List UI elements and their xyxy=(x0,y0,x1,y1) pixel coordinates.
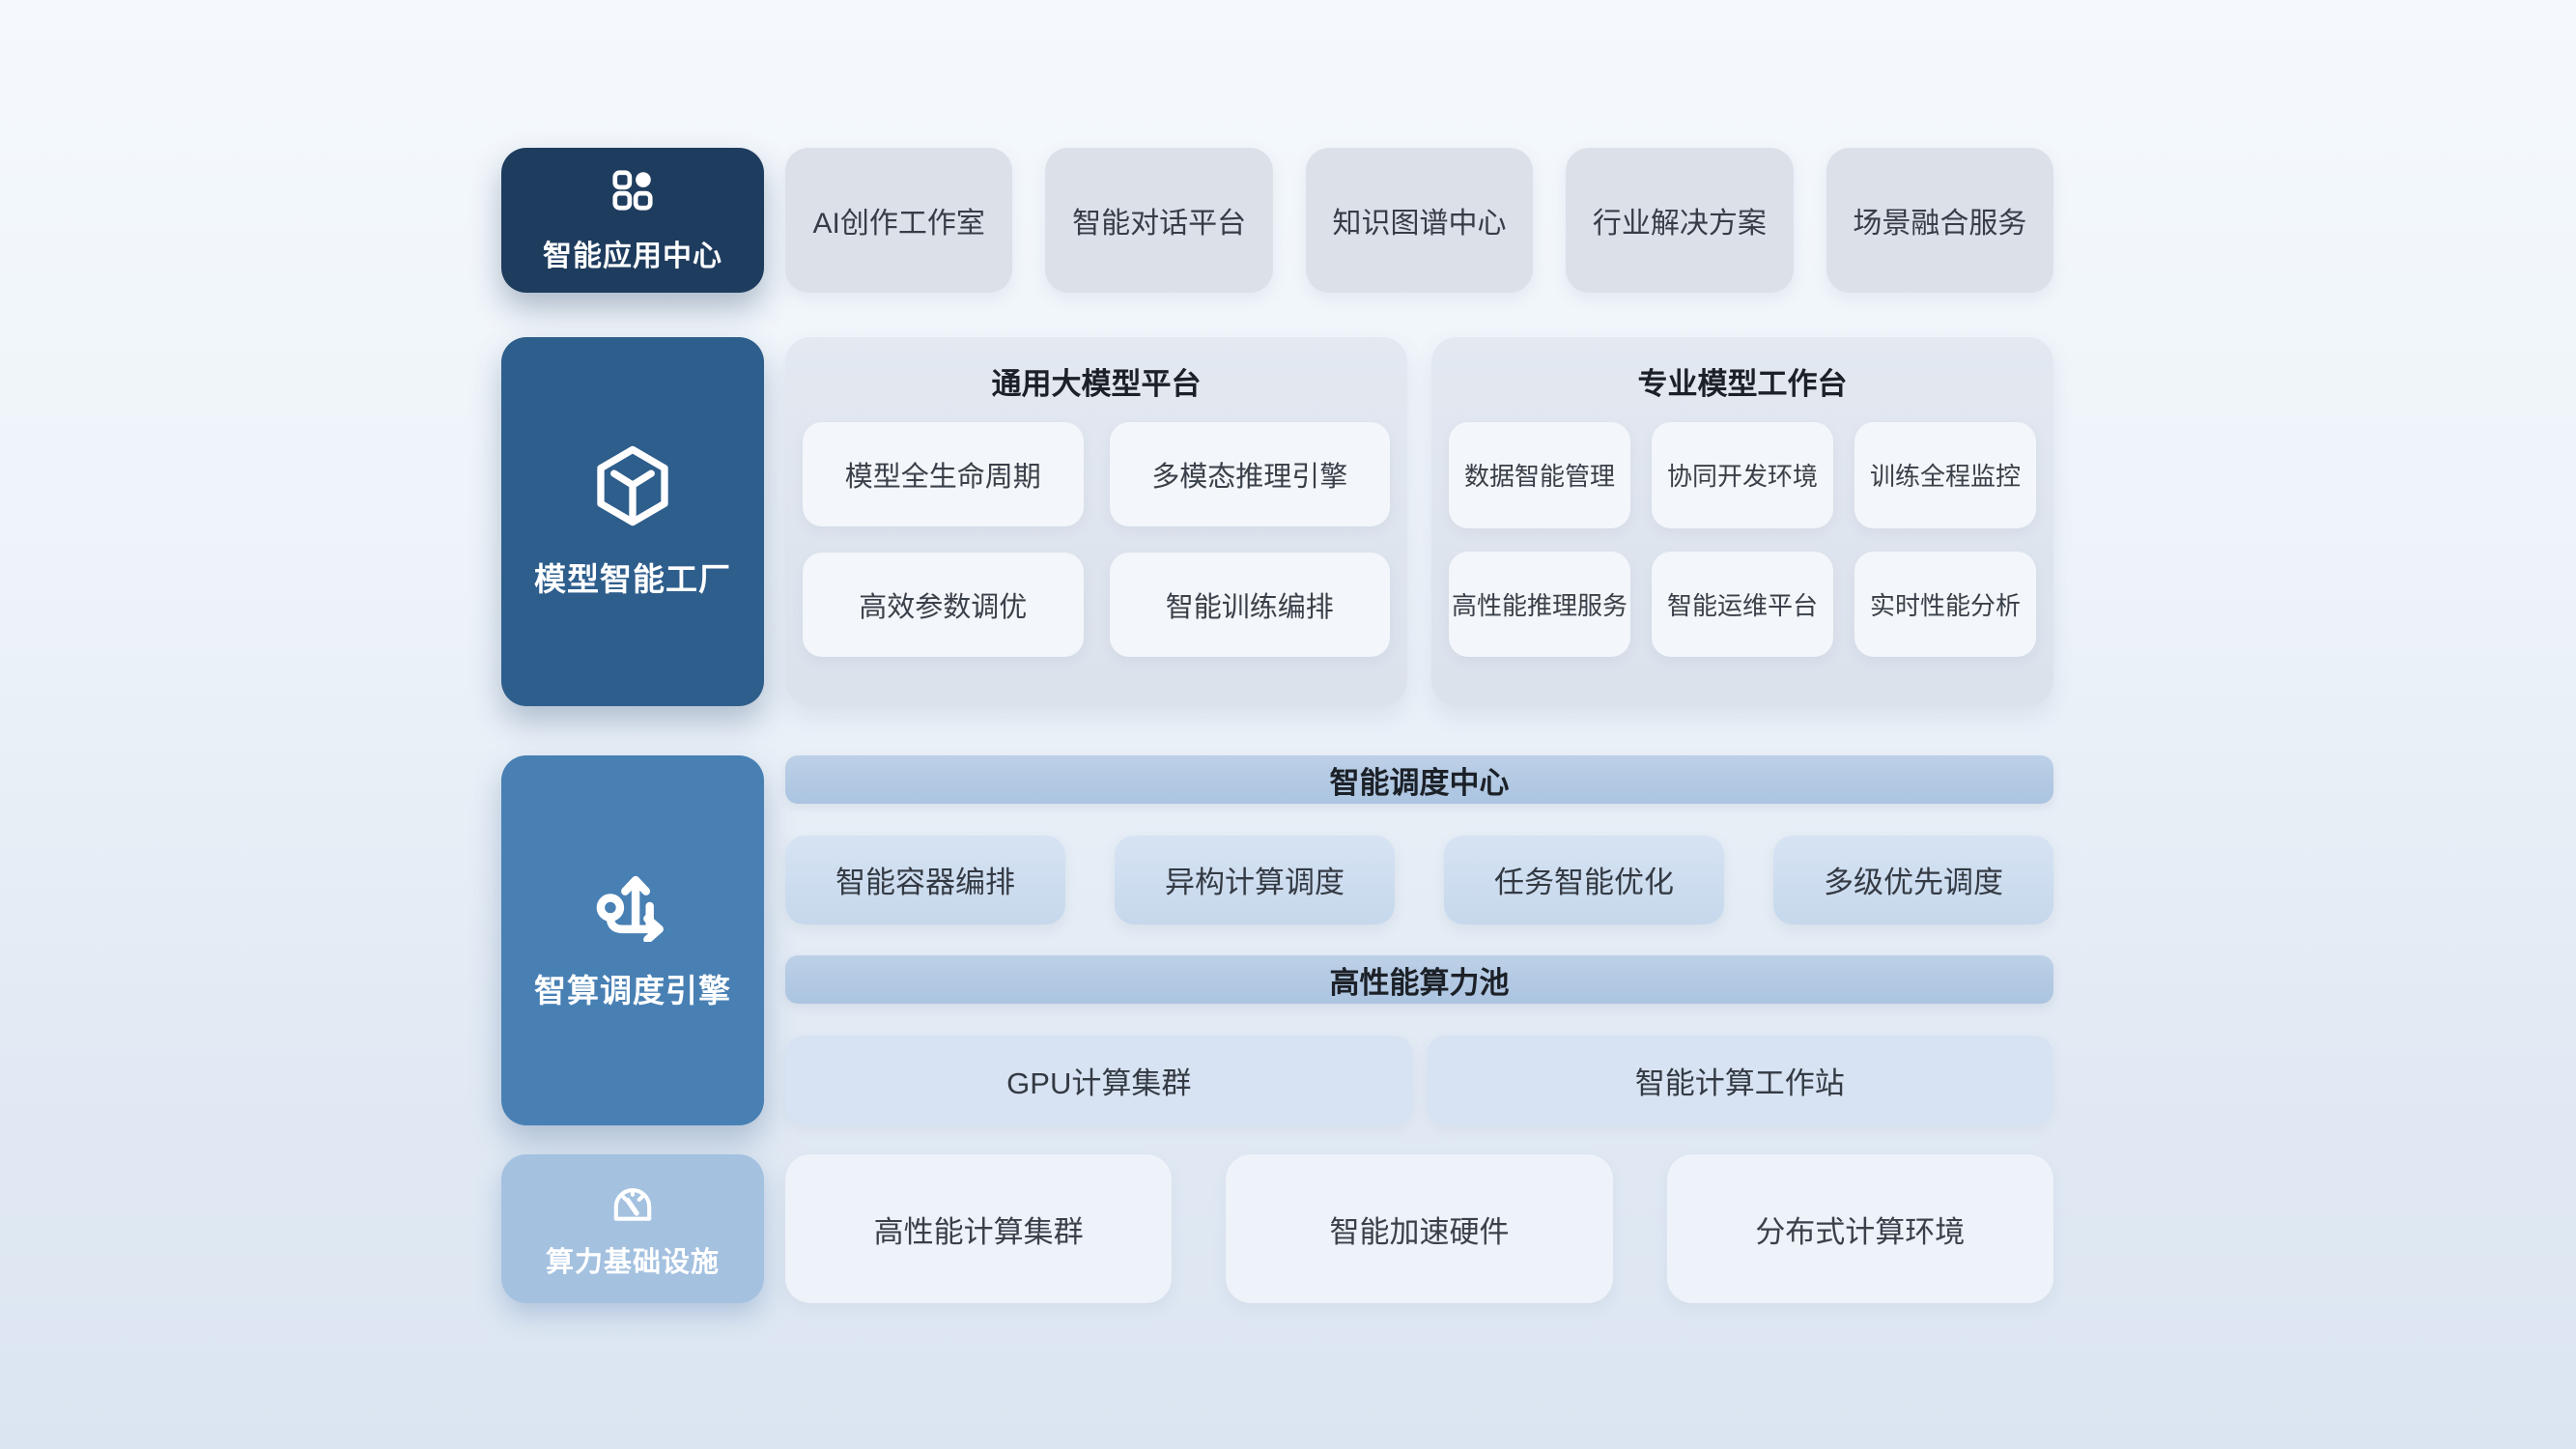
model-factory-panels: 通用大模型平台 模型全生命周期 多模态推理引擎 高效参数调优 智能训练编排 专业… xyxy=(785,337,2053,706)
application-items: AI创作工作室 智能对话平台 知识图谱中心 行业解决方案 场景融合服务 xyxy=(785,148,2054,293)
general-model-panel: 通用大模型平台 模型全生命周期 多模态推理引擎 高效参数调优 智能训练编排 xyxy=(785,337,1407,706)
scheduling-item: 任务智能优化 xyxy=(1444,835,1724,924)
model-factory-layer-card: 模型智能工厂 xyxy=(501,337,764,706)
scheduling-layer-card: 智算调度引擎 xyxy=(501,755,764,1125)
infrastructure-items: 高性能计算集群 智能加速硬件 分布式计算环境 xyxy=(785,1154,2053,1303)
scheduling-item: 异构计算调度 xyxy=(1115,835,1395,924)
application-item: 智能对话平台 xyxy=(1045,148,1273,293)
apps-grid-icon xyxy=(609,166,657,214)
scheduling-groups: 智能调度中心 智能容器编排 异构计算调度 任务智能优化 多级优先调度 高性能算力… xyxy=(785,755,2053,1125)
application-item: AI创作工作室 xyxy=(785,148,1013,293)
scheduling-item: 智能容器编排 xyxy=(785,835,1065,924)
professional-model-panel: 专业模型工作台 数据智能管理 协同开发环境 训练全程监控 高性能推理服务 智能运… xyxy=(1431,337,2053,706)
scheduling-center-items: 智能容器编排 异构计算调度 任务智能优化 多级优先调度 xyxy=(785,835,2053,924)
infrastructure-row: 算力基础设施 高性能计算集群 智能加速硬件 分布式计算环境 xyxy=(501,1154,2053,1303)
panel-card: 多模态推理引擎 xyxy=(1109,422,1390,526)
architecture-diagram: 智能应用中心 AI创作工作室 智能对话平台 知识图谱中心 行业解决方案 场景融合… xyxy=(501,148,2054,1303)
scheduling-row: 智算调度引擎 智能调度中心 智能容器编排 异构计算调度 任务智能优化 多级优先调… xyxy=(501,755,2053,1125)
panel-cards: 数据智能管理 协同开发环境 训练全程监控 高性能推理服务 智能运维平台 实时性能… xyxy=(1449,422,2036,657)
compute-pool-item: 智能计算工作站 xyxy=(1426,1035,2053,1125)
compute-pool-item: GPU计算集群 xyxy=(785,1035,1413,1125)
panel-card: 高效参数调优 xyxy=(803,553,1084,657)
panel-cards: 模型全生命周期 多模态推理引擎 高效参数调优 智能训练编排 xyxy=(803,422,1390,657)
application-layer-label: 智能应用中心 xyxy=(543,241,722,272)
scheduling-center-header: 智能调度中心 xyxy=(785,755,2053,804)
panel-title: 通用大模型平台 xyxy=(991,367,1202,401)
compute-pool-items: GPU计算集群 智能计算工作站 xyxy=(785,1035,2053,1125)
gauge-icon xyxy=(608,1178,658,1226)
application-layer-card: 智能应用中心 xyxy=(501,148,764,293)
infrastructure-item: 高性能计算集群 xyxy=(785,1154,1173,1303)
model-factory-layer-label: 模型智能工厂 xyxy=(534,561,731,597)
infrastructure-layer-label: 算力基础设施 xyxy=(545,1247,720,1278)
cube-icon xyxy=(590,443,675,528)
application-item: 行业解决方案 xyxy=(1566,148,1794,293)
application-item: 知识图谱中心 xyxy=(1305,148,1534,293)
infrastructure-layer-card: 算力基础设施 xyxy=(501,1154,764,1303)
scheduling-layer-label: 智算调度引擎 xyxy=(534,972,731,1009)
panel-card: 智能训练编排 xyxy=(1109,553,1390,657)
application-layer-row: 智能应用中心 AI创作工作室 智能对话平台 知识图谱中心 行业解决方案 场景融合… xyxy=(501,148,2054,293)
panel-card: 训练全程监控 xyxy=(1854,422,2036,528)
model-factory-row: 模型智能工厂 通用大模型平台 模型全生命周期 多模态推理引擎 高效参数调优 智能… xyxy=(501,337,2053,706)
panel-card: 智能运维平台 xyxy=(1652,551,1833,657)
infrastructure-item: 智能加速硬件 xyxy=(1226,1154,1613,1303)
branch-arrows-icon xyxy=(594,870,671,942)
application-item: 场景融合服务 xyxy=(1826,148,2054,293)
panel-card: 模型全生命周期 xyxy=(803,422,1084,526)
panel-card: 协同开发环境 xyxy=(1652,422,1833,528)
panel-card: 实时性能分析 xyxy=(1854,551,2036,657)
panel-card: 高性能推理服务 xyxy=(1449,551,1630,657)
panel-title: 专业模型工作台 xyxy=(1637,367,1848,401)
compute-pool-header: 高性能算力池 xyxy=(785,955,2053,1005)
scheduling-item: 多级优先调度 xyxy=(1773,835,2053,924)
panel-card: 数据智能管理 xyxy=(1449,422,1630,528)
infrastructure-item: 分布式计算环境 xyxy=(1666,1154,2053,1303)
